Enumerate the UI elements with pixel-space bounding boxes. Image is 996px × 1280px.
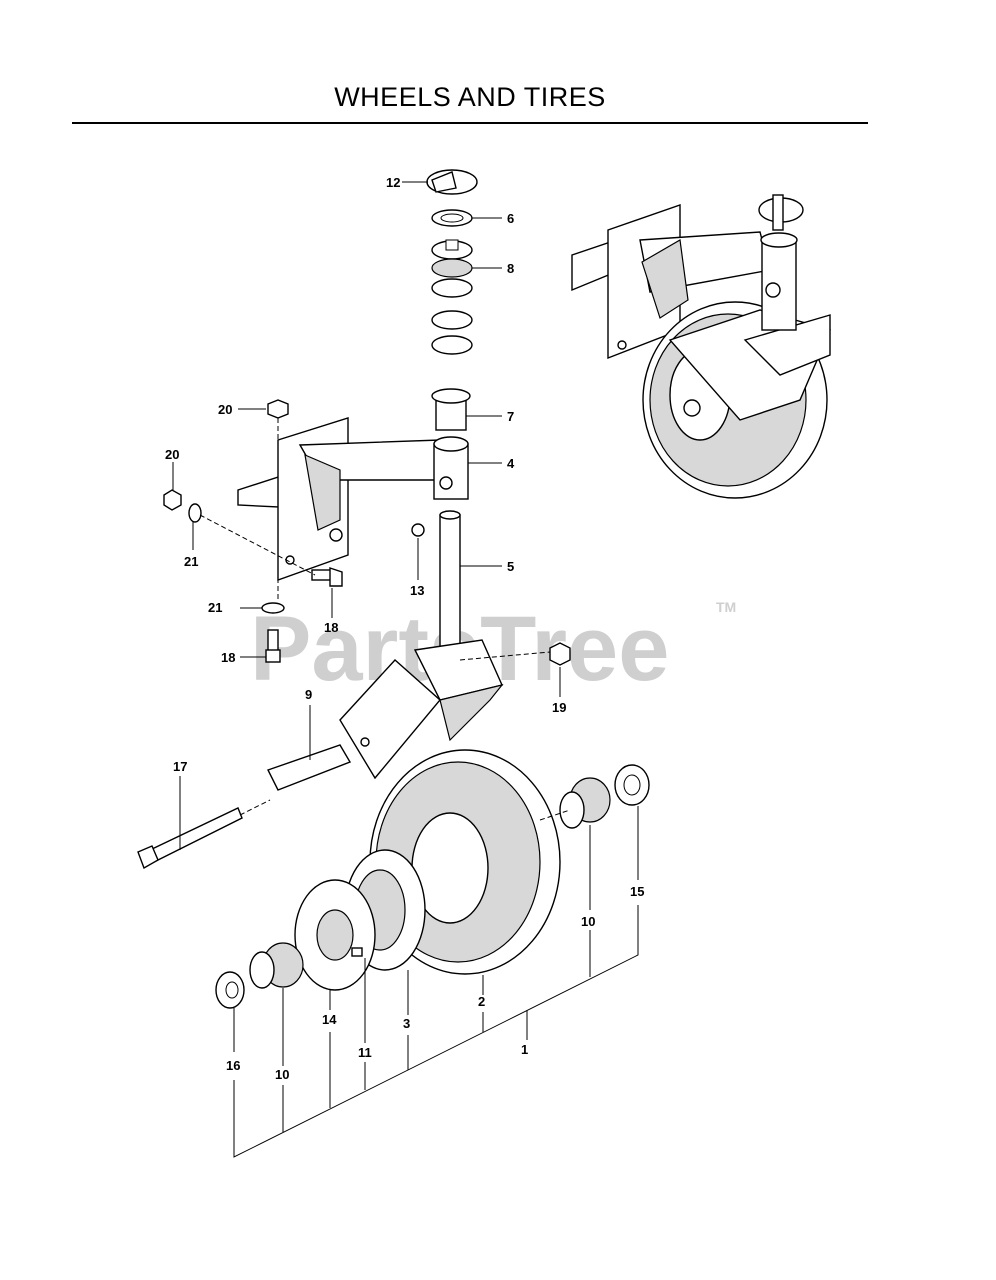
callout-21-side: 21 <box>184 554 198 569</box>
part-14-rim-half <box>294 879 376 991</box>
part-20-nut-top <box>267 399 289 419</box>
callout-20-top: 20 <box>218 402 232 417</box>
callout-10-right: 10 <box>581 914 595 929</box>
callout-17: 17 <box>173 759 187 774</box>
part-17-axle-bolt <box>137 807 243 870</box>
part-21-washer-side <box>188 503 202 523</box>
callout-1: 1 <box>521 1042 528 1057</box>
part-18-bolt-bottom <box>265 629 281 663</box>
title-divider <box>72 122 868 124</box>
callout-16: 16 <box>226 1058 240 1073</box>
callout-19: 19 <box>552 700 566 715</box>
callout-6: 6 <box>507 211 514 226</box>
part-9-spacer-tube <box>267 744 352 791</box>
callout-14: 14 <box>322 1012 337 1027</box>
page-title: WHEELS AND TIRES <box>334 82 606 112</box>
callout-13: 13 <box>410 583 424 598</box>
part-10-bearing-right <box>559 777 611 829</box>
part-4-caster-bracket <box>237 417 469 581</box>
callout-12: 12 <box>386 175 400 190</box>
callout-4: 4 <box>507 456 515 471</box>
assembly-lines <box>199 418 571 821</box>
assembled-caster-illustration <box>571 194 831 499</box>
callout-21-bottom: 21 <box>208 600 222 615</box>
callout-18-bottom: 18 <box>221 650 235 665</box>
part-20-nut-side <box>163 489 182 511</box>
callout-2: 2 <box>478 994 485 1009</box>
callout-18-side: 18 <box>324 620 338 635</box>
callout-3: 3 <box>403 1016 410 1031</box>
callout-20-side: 20 <box>165 447 179 462</box>
part-15-seal <box>614 764 650 806</box>
callout-10-left: 10 <box>275 1067 289 1082</box>
callout-labels: 12 6 8 7 4 5 20 20 21 13 21 18 18 19 9 1… <box>165 175 644 1082</box>
callout-5: 5 <box>507 559 514 574</box>
part-11-valve-stem <box>351 947 363 957</box>
callout-8: 8 <box>507 261 514 276</box>
part-10-bearing-left <box>249 942 304 989</box>
part-16-seal <box>215 971 245 1009</box>
part-7-bushing <box>431 388 471 431</box>
part-13-grease-fitting <box>411 523 425 537</box>
leader-lines <box>172 181 639 1158</box>
callout-11: 11 <box>358 1045 372 1060</box>
part-21-washer-bottom <box>261 602 285 614</box>
part-18-bolt-side <box>311 567 343 587</box>
part-8-spacers <box>431 239 473 355</box>
part-5-caster-fork <box>339 510 504 780</box>
callout-9: 9 <box>305 687 312 702</box>
callout-15: 15 <box>630 884 644 899</box>
callout-7: 7 <box>507 409 514 424</box>
part-12-lynch-pin <box>426 169 478 195</box>
part-19-locknut <box>549 642 571 666</box>
watermark-tm: TM <box>716 599 736 615</box>
